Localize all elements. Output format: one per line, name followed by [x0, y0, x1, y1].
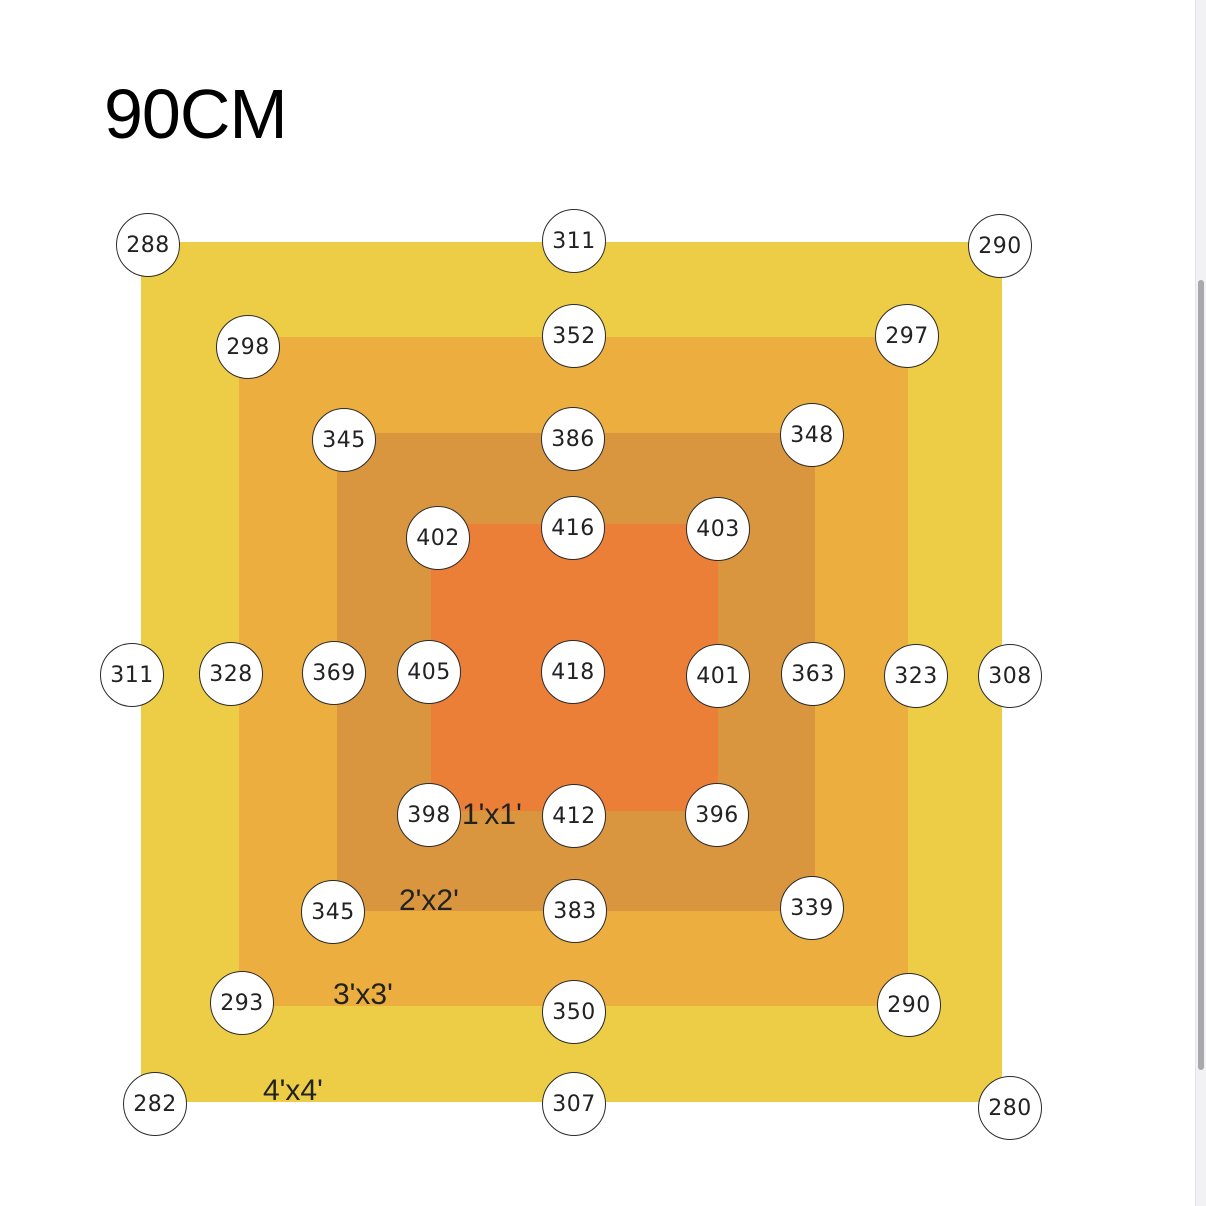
reading-marker: 288: [116, 213, 180, 277]
reading-marker: 298: [216, 315, 280, 379]
reading-marker: 401: [686, 644, 750, 708]
reading-marker: 308: [978, 644, 1042, 708]
reading-marker: 293: [210, 971, 274, 1035]
reading-marker: 290: [968, 214, 1032, 278]
reading-marker: 363: [781, 642, 845, 706]
reading-marker: 402: [406, 506, 470, 570]
reading-marker: 328: [199, 642, 263, 706]
reading-marker: 386: [541, 407, 605, 471]
reading-marker: 311: [100, 643, 164, 707]
reading-marker: 403: [686, 497, 750, 561]
reading-marker: 290: [877, 973, 941, 1037]
page-title: 90CM: [104, 75, 288, 153]
zone-label-4x4: 4'x4': [263, 1074, 323, 1107]
reading-marker: 323: [884, 644, 948, 708]
reading-marker: 405: [397, 640, 461, 704]
reading-marker: 350: [542, 980, 606, 1044]
reading-marker: 412: [542, 784, 606, 848]
reading-marker: 297: [875, 304, 939, 368]
reading-marker: 369: [302, 641, 366, 705]
reading-marker: 396: [685, 783, 749, 847]
reading-marker: 398: [397, 783, 461, 847]
reading-marker: 339: [780, 876, 844, 940]
zone-label-3x3: 3'x3': [333, 978, 393, 1011]
reading-marker: 383: [543, 879, 607, 943]
reading-marker: 348: [780, 403, 844, 467]
reading-marker: 345: [312, 408, 376, 472]
reading-marker: 418: [541, 640, 605, 704]
zone-label-1x1: 1'x1': [462, 798, 522, 831]
reading-marker: 311: [542, 209, 606, 273]
reading-marker: 307: [542, 1072, 606, 1136]
scrollbar-thumb[interactable]: [1198, 280, 1204, 1070]
zone-label-2x2: 2'x2': [399, 884, 459, 917]
reading-marker: 352: [542, 304, 606, 368]
vertical-scrollbar[interactable]: [1195, 0, 1206, 1206]
reading-marker: 282: [123, 1072, 187, 1136]
reading-marker: 345: [301, 880, 365, 944]
reading-marker: 280: [978, 1076, 1042, 1140]
reading-marker: 416: [541, 496, 605, 560]
